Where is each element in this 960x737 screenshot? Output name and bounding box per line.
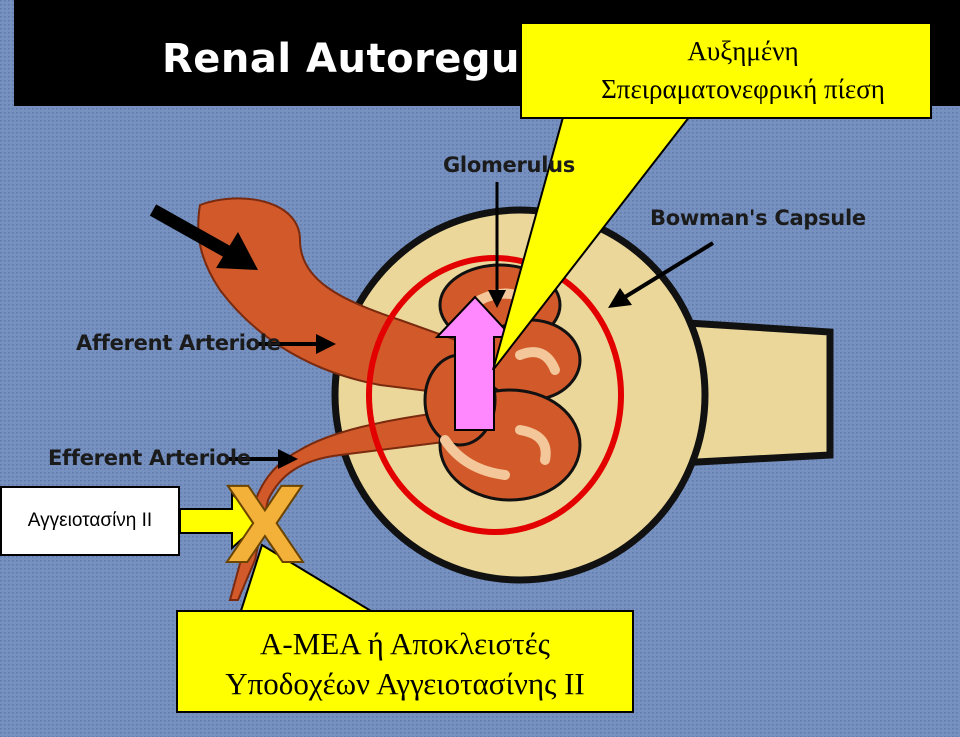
label-bowmans-capsule: Bowman's Capsule xyxy=(650,206,866,230)
label-efferent-arteriole: Efferent Arteriole xyxy=(48,446,251,470)
bottom-callout: Α-ΜΕΑ ή Αποκλειστές Υποδοχέων Αγγειοτασί… xyxy=(176,610,634,713)
side-callout-arrow xyxy=(179,491,264,551)
top-callout-line1: Αυξημένη xyxy=(687,36,799,66)
bottom-callout-line2: Υποδοχέων Αγγειοτασίνης ΙΙ xyxy=(225,666,585,701)
glomerulus-tuft xyxy=(423,263,582,502)
top-callout: Αυξημένη Σπειραματονεφρική πίεση xyxy=(520,22,932,119)
block-x-symbol: X xyxy=(225,465,305,587)
glomerulus-pointer-arrow xyxy=(488,182,506,308)
flow-arrow-in xyxy=(149,204,258,270)
highlight-circle xyxy=(366,255,624,535)
bottom-callout-line1: Α-ΜΕΑ ή Αποκλειστές xyxy=(260,626,550,661)
label-glomerulus: Glomerulus xyxy=(443,153,575,177)
afferent-arteriole-pointer-arrow xyxy=(256,334,336,354)
bowmans-capsule-pointer-arrow xyxy=(608,241,715,308)
side-callout: Αγγειοτασίνη ΙΙ xyxy=(0,486,180,556)
top-callout-line2: Σπειραματονεφρική πίεση xyxy=(601,74,885,104)
efferent-arteriole-pointer-arrow xyxy=(228,449,298,469)
page-title: Renal Autoregula xyxy=(162,36,562,82)
label-afferent-arteriole: Afferent Arteriole xyxy=(76,331,281,355)
